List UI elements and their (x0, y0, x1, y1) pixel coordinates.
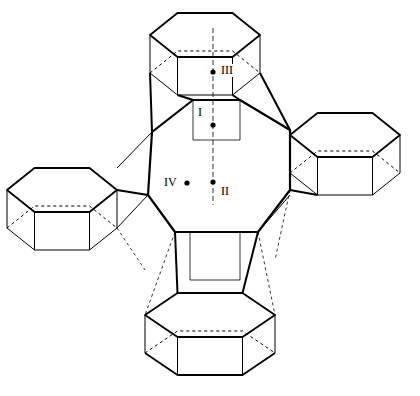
site-label: III (220, 64, 234, 77)
site-dot (210, 69, 215, 74)
sodalite-cage (117, 73, 318, 315)
site-label: II (220, 185, 230, 198)
hexagonal-prism (145, 293, 275, 375)
site-label: I (197, 106, 203, 119)
site-label: IV (163, 176, 178, 189)
site-dot (184, 180, 189, 185)
hexagonal-prism (7, 168, 117, 250)
site-dot (210, 179, 215, 184)
hexagonal-prism (150, 13, 260, 95)
hexagonal-prism (290, 113, 400, 195)
axis-line (213, 28, 214, 205)
site-dot (210, 122, 215, 127)
